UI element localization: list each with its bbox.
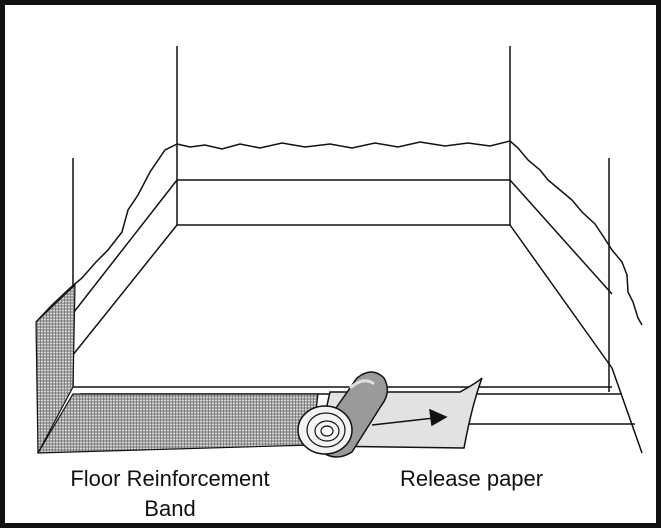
torn-edge-back [176,140,511,150]
floor-band-label-line1: Floor Reinforcement [70,466,270,491]
roll-end-ring-2 [314,420,340,442]
floor-reinforcement-band-label: Floor Reinforcement Band [20,464,320,524]
torn-edge-right [509,140,643,326]
torn-edge-left [35,143,178,323]
band-floor [36,393,319,454]
band-roll [297,371,389,458]
right-wall-diagonal-2 [509,224,613,369]
roll-core [320,425,334,437]
release-paper-label: Release paper [400,466,544,491]
room-structure [35,46,643,454]
floor-reinforcement-band [35,283,319,454]
roll-end-ring-1 [306,412,346,448]
right-front-corner [611,367,643,454]
band-left-wall [35,283,76,454]
roll-highlight [349,379,375,390]
left-wall-diagonal-1 [55,179,178,336]
right-wall-diagonal-1 [509,179,613,295]
left-wall-diagonal-2 [63,224,178,367]
direction-arrow-icon [371,408,448,427]
floor-band-label-line2: Band [144,496,196,521]
